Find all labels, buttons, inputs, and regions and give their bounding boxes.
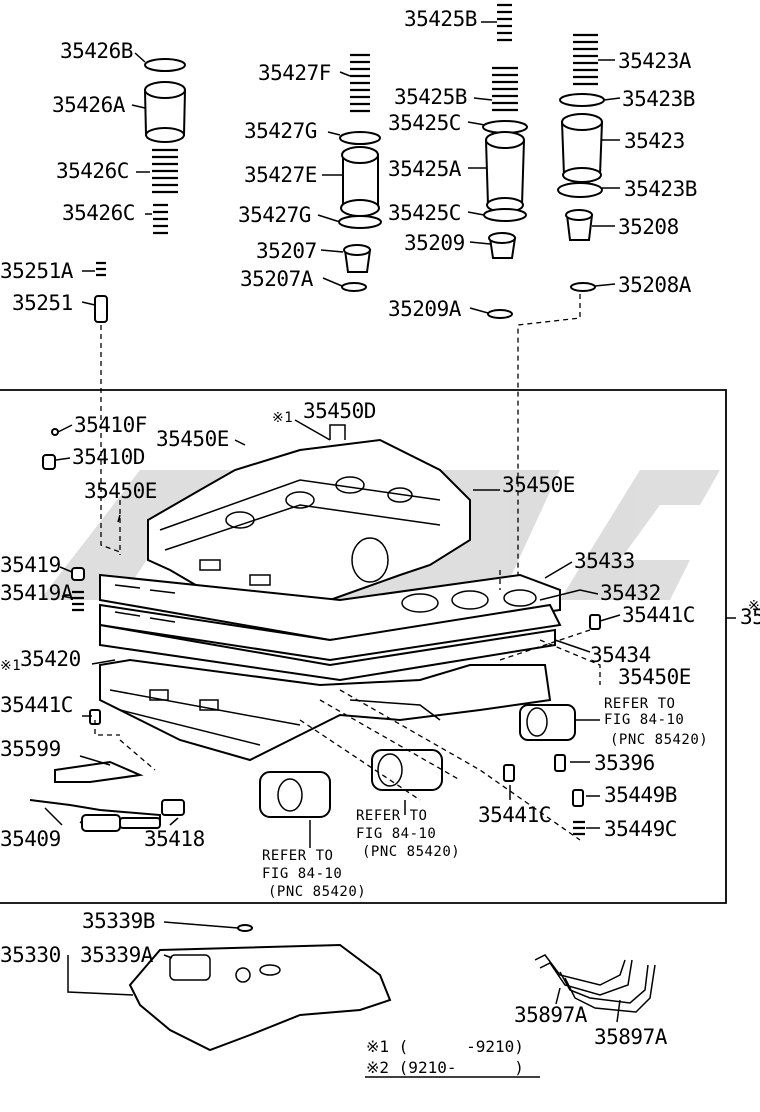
part-35423-stack — [557, 33, 605, 292]
label-35-edge: 35 — [740, 605, 760, 629]
refer-note-2-line2: FIG 84-10 — [356, 826, 436, 842]
mark-note2-edge: ※ — [748, 598, 760, 614]
label-35450E-4: 35450E — [618, 665, 691, 689]
part-35251 — [94, 261, 108, 323]
refer-note-3-line3: (PNC 85420) — [268, 884, 366, 900]
solenoid-left — [259, 771, 331, 818]
label-35449C: 35449C — [604, 817, 677, 841]
label-35410F: 35410F — [74, 413, 147, 437]
label-35330: 35330 — [0, 943, 61, 967]
label-35427G-1: 35427G — [244, 119, 317, 143]
label-35423B-2: 35423B — [624, 177, 697, 201]
label-35423: 35423 — [624, 129, 685, 153]
label-35208: 35208 — [618, 215, 679, 239]
label-35251A: 35251A — [0, 259, 74, 283]
upper-valve-body — [147, 424, 471, 612]
label-35425B-top: 35425B — [404, 7, 477, 31]
label-35420: 35420 — [20, 647, 81, 671]
label-35433: 35433 — [574, 549, 635, 573]
label-35434: 35434 — [590, 643, 651, 667]
label-35410D: 35410D — [72, 445, 145, 469]
label-35207A: 35207A — [240, 267, 314, 291]
mark-note1-plate: ※1 — [0, 658, 21, 674]
refer-note-2-line1: REFER TO — [356, 808, 427, 824]
alignment-lines-lower — [94, 500, 601, 841]
label-35441C-3: 35441C — [478, 803, 551, 827]
small-parts-lower — [29, 428, 601, 836]
lower-valve-body — [99, 658, 552, 762]
label-35426C-1: 35426C — [56, 159, 129, 183]
label-35599: 35599 — [0, 737, 61, 761]
footnote-1: ※1 ( -9210) — [366, 1037, 524, 1056]
mark-note1-valve: ※1 — [272, 410, 293, 426]
label-35426A: 35426A — [52, 93, 126, 117]
refer-note-1-line2: FIG 84-10 — [604, 712, 684, 728]
separator-plates — [99, 573, 562, 682]
label-35425A: 35425A — [388, 157, 462, 181]
part-35425-stack — [482, 3, 528, 319]
refer-note-1-line3: (PNC 85420) — [610, 732, 708, 748]
refer-note-3-line1: REFER TO — [262, 848, 333, 864]
footnotes: ※1 ( -9210) ※2 (9210- ) — [366, 1037, 524, 1077]
solenoid-right — [519, 704, 576, 741]
label-35441C-2: 35441C — [0, 693, 73, 717]
part-35426-stack — [143, 58, 187, 235]
leader-lines — [44, 21, 736, 1078]
label-35450E-2: 35450E — [84, 479, 157, 503]
refer-note-right: REFER TO FIG 84-10 (PNC 85420) — [604, 696, 708, 748]
label-35409: 35409 — [0, 827, 61, 851]
label-35426C-2: 35426C — [62, 201, 135, 225]
label-35339A: 35339A — [80, 943, 154, 967]
label-35450D: 35450D — [303, 399, 376, 423]
refer-note-2-line3: (PNC 85420) — [362, 844, 460, 860]
label-35208A: 35208A — [618, 273, 692, 297]
footnote-2: ※2 (9210- ) — [366, 1058, 524, 1077]
label-35426B: 35426B — [60, 39, 133, 63]
label-35897A-1: 35897A — [514, 1003, 588, 1027]
oil-strainer — [128, 924, 392, 1052]
label-35427G-2: 35427G — [238, 203, 311, 227]
label-35450E-1: 35450E — [156, 427, 229, 451]
label-35432: 35432 — [600, 581, 661, 605]
label-35425C-2: 35425C — [388, 201, 461, 225]
label-35425B-2: 35425B — [394, 85, 467, 109]
assembly-frame — [0, 389, 727, 904]
refer-note-3-line2: FIG 84-10 — [262, 866, 342, 882]
label-35425C-1: 35425C — [388, 111, 461, 135]
label-35450E-3: 35450E — [502, 473, 575, 497]
label-35251: 35251 — [12, 291, 73, 315]
label-35427E: 35427E — [244, 163, 317, 187]
label-35419: 35419 — [0, 553, 61, 577]
label-35897A-2: 35897A — [594, 1025, 668, 1049]
label-35418: 35418 — [144, 827, 205, 851]
label-35207: 35207 — [256, 239, 317, 263]
oil-tubes — [534, 954, 656, 1013]
refer-note-left: REFER TO FIG 84-10 (PNC 85420) — [262, 848, 366, 900]
label-35449B: 35449B — [604, 783, 677, 807]
label-35209A: 35209A — [388, 297, 462, 321]
part-35427-stack — [338, 53, 382, 292]
label-35423B-1: 35423B — [622, 87, 695, 111]
label-35423A: 35423A — [618, 49, 692, 73]
label-35209: 35209 — [404, 231, 465, 255]
label-35441C-1: 35441C — [622, 603, 695, 627]
label-35427F: 35427F — [258, 61, 331, 85]
callout-labels: 35425B 35426B 35426A 35426C 35426C 35427… — [0, 7, 760, 1049]
label-35396: 35396 — [594, 751, 655, 775]
refer-note-center: REFER TO FIG 84-10 (PNC 85420) — [356, 808, 460, 860]
refer-note-1-line1: REFER TO — [604, 696, 675, 712]
label-35419A: 35419A — [0, 581, 74, 605]
solenoid-center — [371, 749, 443, 791]
label-35339B: 35339B — [82, 909, 155, 933]
alignment-lines-top — [100, 294, 581, 590]
